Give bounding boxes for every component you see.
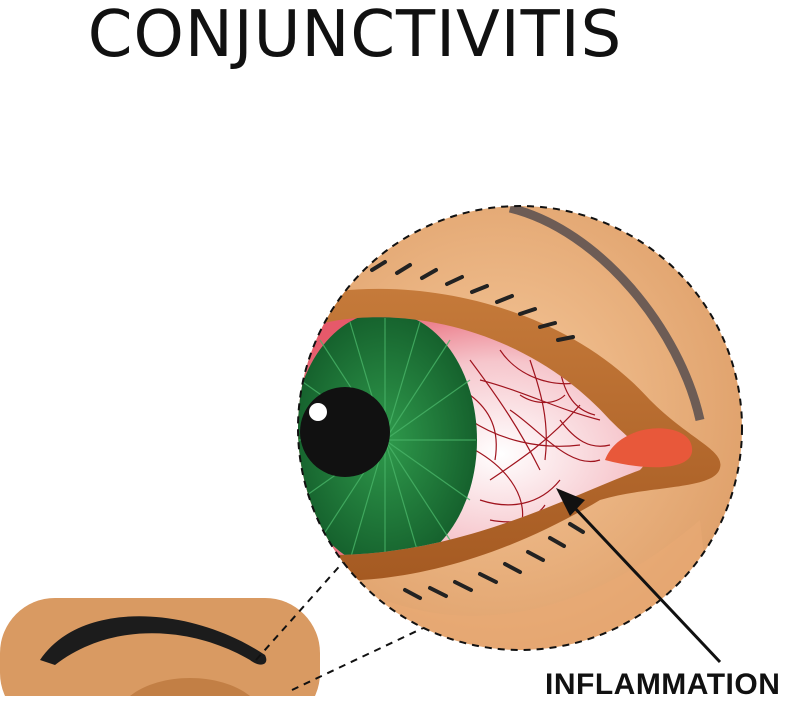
upper-eyelashes xyxy=(370,260,575,342)
inflammation-label: INFLAMMATION xyxy=(545,668,781,701)
eyebrow-icon xyxy=(40,616,267,665)
zoom-connector-line xyxy=(255,559,346,661)
diagram-title: CONJUNCTIVITIS xyxy=(87,0,623,72)
face-thumbnail xyxy=(0,598,320,696)
inflammation-arrow xyxy=(556,488,722,664)
lower-eyelashes xyxy=(403,522,585,600)
pupil xyxy=(300,387,390,477)
magnifier-outline xyxy=(297,205,743,651)
caruncle xyxy=(605,428,693,468)
magnified-eye-circle xyxy=(297,205,743,651)
pupil-highlight xyxy=(309,403,327,421)
zoom-connector-line xyxy=(291,619,441,691)
